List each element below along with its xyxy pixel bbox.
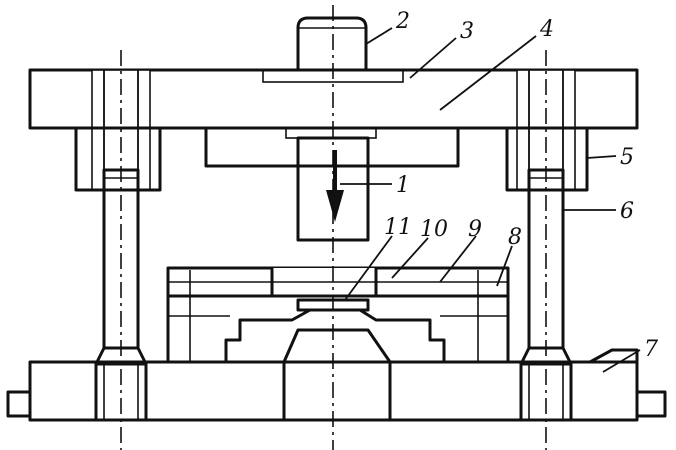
center-lines — [120, 5, 547, 450]
part-labels: 2 3 4 5 1 6 7 8 9 10 11 — [384, 9, 658, 362]
shank — [296, 16, 368, 70]
label-3: 3 — [460, 19, 474, 44]
stripper-plate — [166, 266, 510, 298]
downward-arrow-icon — [326, 190, 344, 222]
label-7: 7 — [644, 337, 658, 362]
label-5: 5 — [620, 145, 634, 170]
base-plate — [6, 328, 667, 422]
left-guide-bushing — [74, 69, 162, 192]
label-6: 6 — [620, 199, 634, 224]
punch-holder — [204, 126, 460, 168]
label-11: 11 — [384, 215, 412, 240]
label-1: 1 — [396, 173, 410, 198]
leader-lines — [340, 27, 641, 373]
label-2: 2 — [395, 9, 410, 34]
label-4: 4 — [539, 17, 554, 42]
label-8: 8 — [508, 225, 522, 250]
label-9: 9 — [468, 217, 482, 242]
label-10: 10 — [420, 217, 448, 242]
